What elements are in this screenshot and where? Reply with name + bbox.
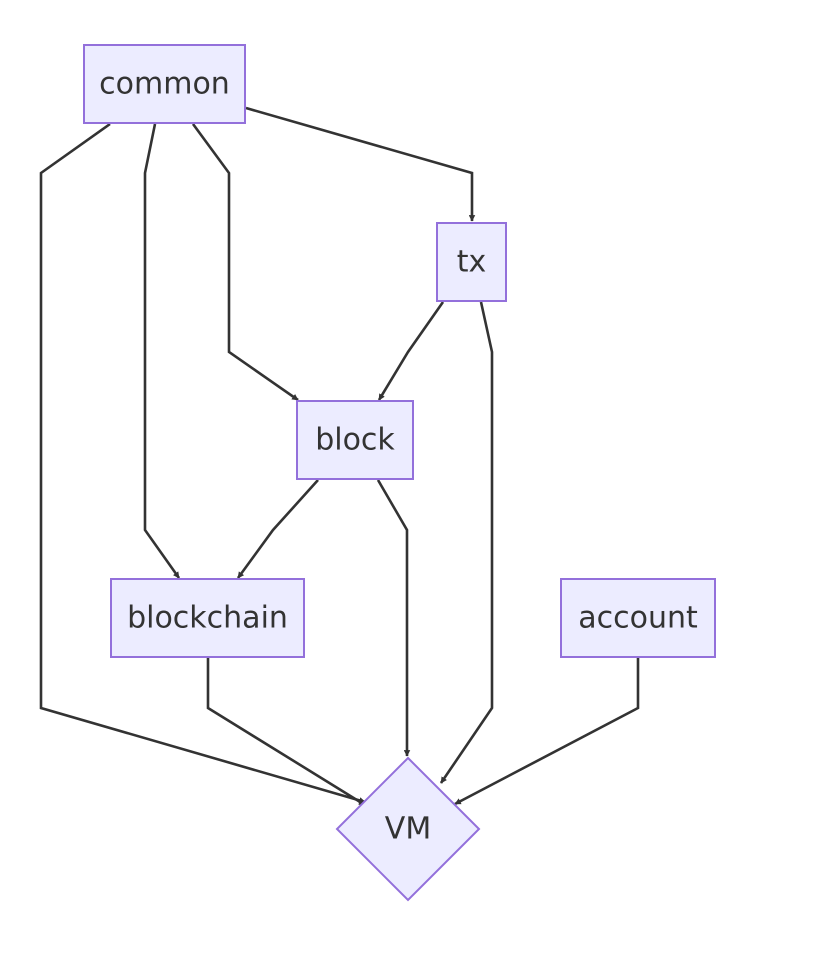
edges bbox=[39, 106, 640, 807]
edge-common-to-tx bbox=[245, 106, 476, 222]
edge-common-to-blockchain bbox=[143, 123, 181, 579]
edge-common-to-vm bbox=[39, 122, 366, 804]
node-blockchain[interactable]: blockchain bbox=[110, 578, 305, 658]
node-account-label: account bbox=[578, 601, 698, 636]
node-vm[interactable]: VM bbox=[335, 756, 481, 902]
node-vm-label: VM bbox=[385, 812, 431, 847]
edge-account-to-vm bbox=[454, 658, 640, 806]
node-block-label: block bbox=[315, 423, 395, 458]
node-block[interactable]: block bbox=[296, 400, 414, 480]
edge-block-to-vm bbox=[376, 479, 411, 757]
node-tx-label: tx bbox=[457, 245, 487, 280]
edge-tx-to-vm bbox=[439, 301, 494, 784]
node-common[interactable]: common bbox=[83, 44, 246, 124]
edge-common-to-block bbox=[191, 123, 299, 402]
edge-tx-to-block bbox=[377, 301, 445, 401]
node-common-label: common bbox=[99, 67, 230, 102]
node-blockchain-label: blockchain bbox=[127, 601, 288, 636]
node-tx[interactable]: tx bbox=[436, 222, 507, 302]
edge-blockchain-to-vm bbox=[206, 658, 366, 807]
edge-block-to-blockchain bbox=[236, 479, 319, 579]
node-account[interactable]: account bbox=[560, 578, 716, 658]
